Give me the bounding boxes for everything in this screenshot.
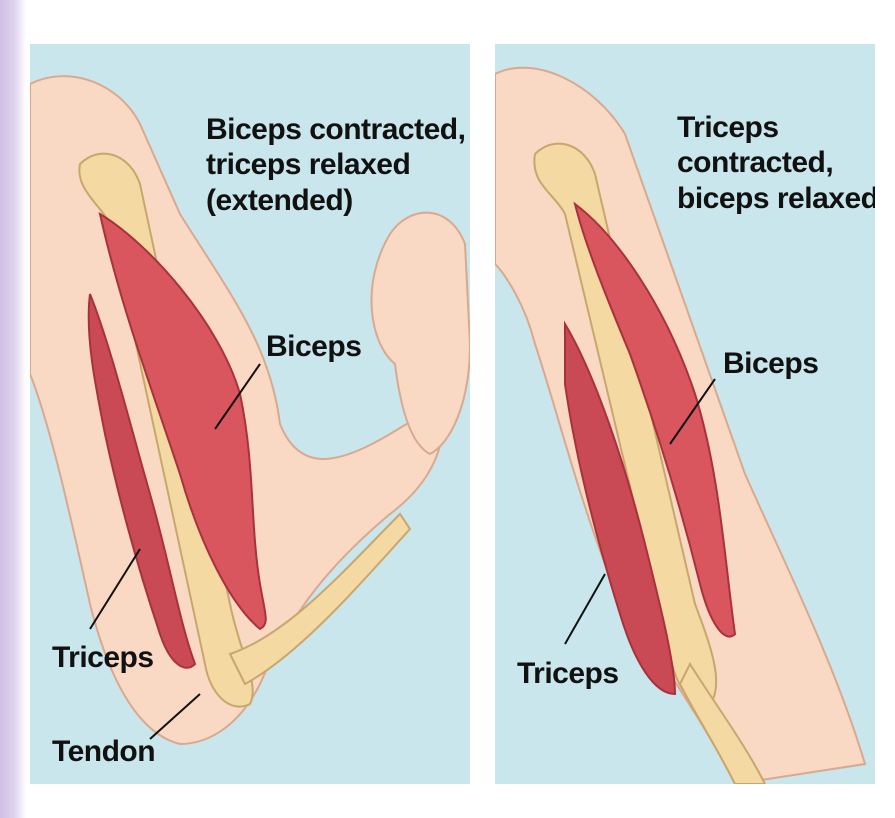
right-panel-triceps-contracted: Triceps contracted, biceps relaxed Bicep…	[495, 44, 875, 784]
right-caption-line-1: Triceps	[677, 110, 875, 145]
right-caption-line-3: biceps relaxed	[677, 181, 875, 216]
left-caption-line-1: Biceps contracted,	[206, 112, 465, 147]
left-biceps-label: Biceps	[266, 329, 361, 364]
right-triceps-leader-line	[565, 574, 605, 644]
tendon-label: Tendon	[52, 734, 155, 769]
right-triceps-label: Triceps	[517, 656, 619, 691]
left-panel-biceps-contracted: Biceps contracted, triceps relaxed (exte…	[30, 44, 470, 784]
left-caption-line-3: (extended)	[206, 183, 465, 218]
right-caption: Triceps contracted, biceps relaxed	[677, 110, 875, 216]
right-biceps-label: Biceps	[723, 346, 818, 381]
left-triceps-label: Triceps	[52, 640, 154, 675]
fist-skin	[371, 213, 470, 454]
left-caption: Biceps contracted, triceps relaxed (exte…	[206, 112, 465, 218]
left-caption-line-2: triceps relaxed	[206, 147, 465, 182]
right-caption-line-2: contracted,	[677, 145, 875, 180]
